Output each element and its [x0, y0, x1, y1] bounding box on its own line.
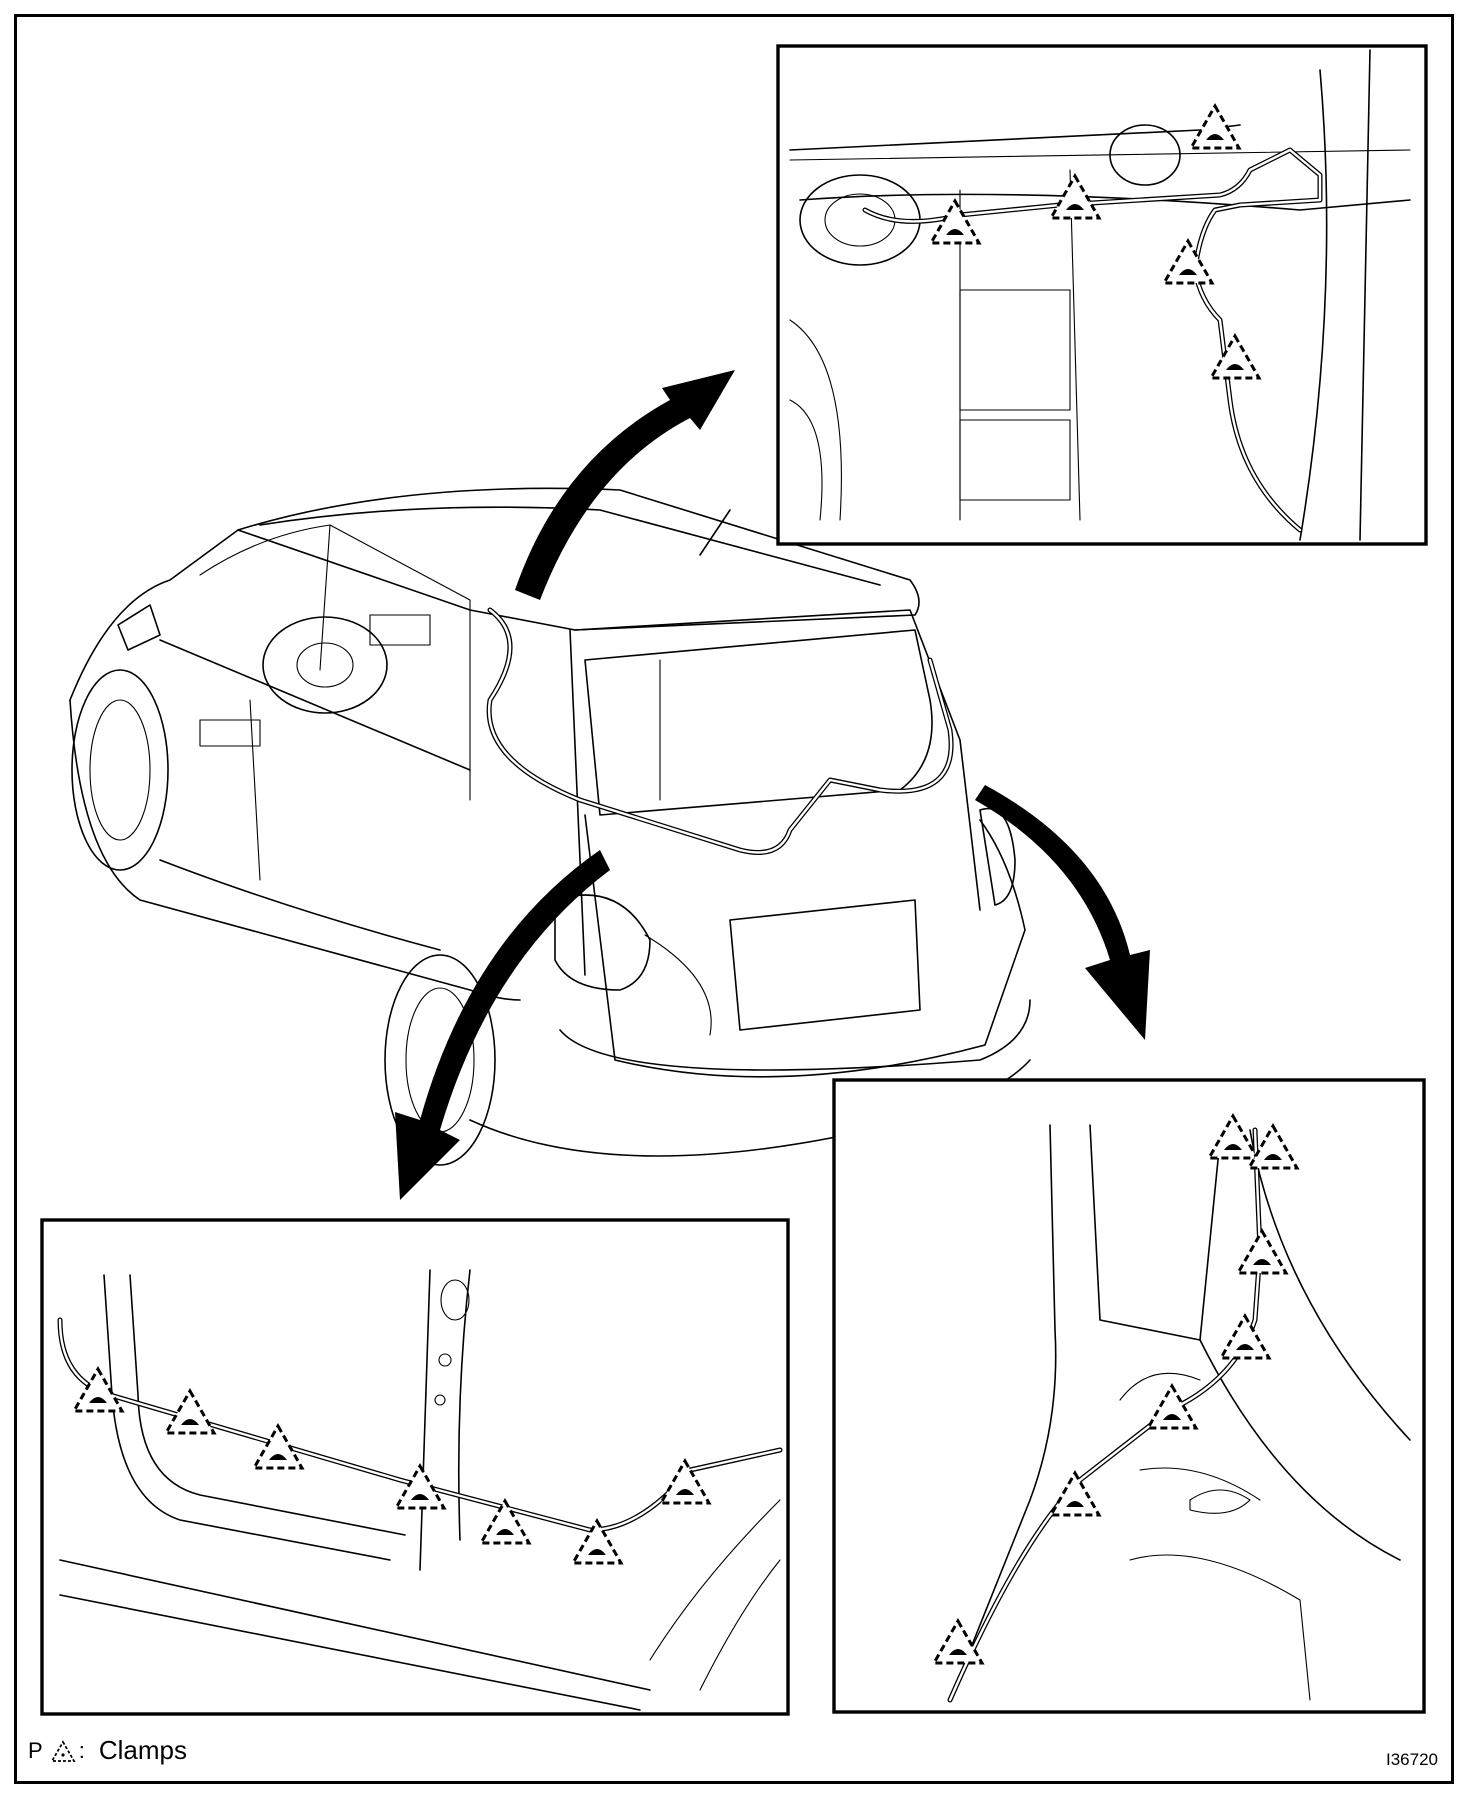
callout-arrow-left [395, 850, 610, 1200]
legend-separator: : [78, 1737, 85, 1763]
detail-panel-rear-pillar [832, 1078, 1426, 1714]
callout-arrow-right [975, 785, 1150, 1040]
detail-panel-rocker [40, 1218, 790, 1716]
illustration-frame [14, 14, 1454, 1784]
vehicle-illustration [69, 487, 1031, 1166]
figure-code: I36720 [1386, 1750, 1438, 1769]
callout-arrow-top [515, 370, 735, 600]
detail-panel-instrument [776, 44, 1428, 546]
legend-label: Clamps [98, 1735, 187, 1765]
dashed-triangle-clamp-icon [50, 1739, 76, 1762]
legend-prefix: P [28, 1737, 43, 1763]
legend: P : Clamps [28, 1735, 187, 1766]
